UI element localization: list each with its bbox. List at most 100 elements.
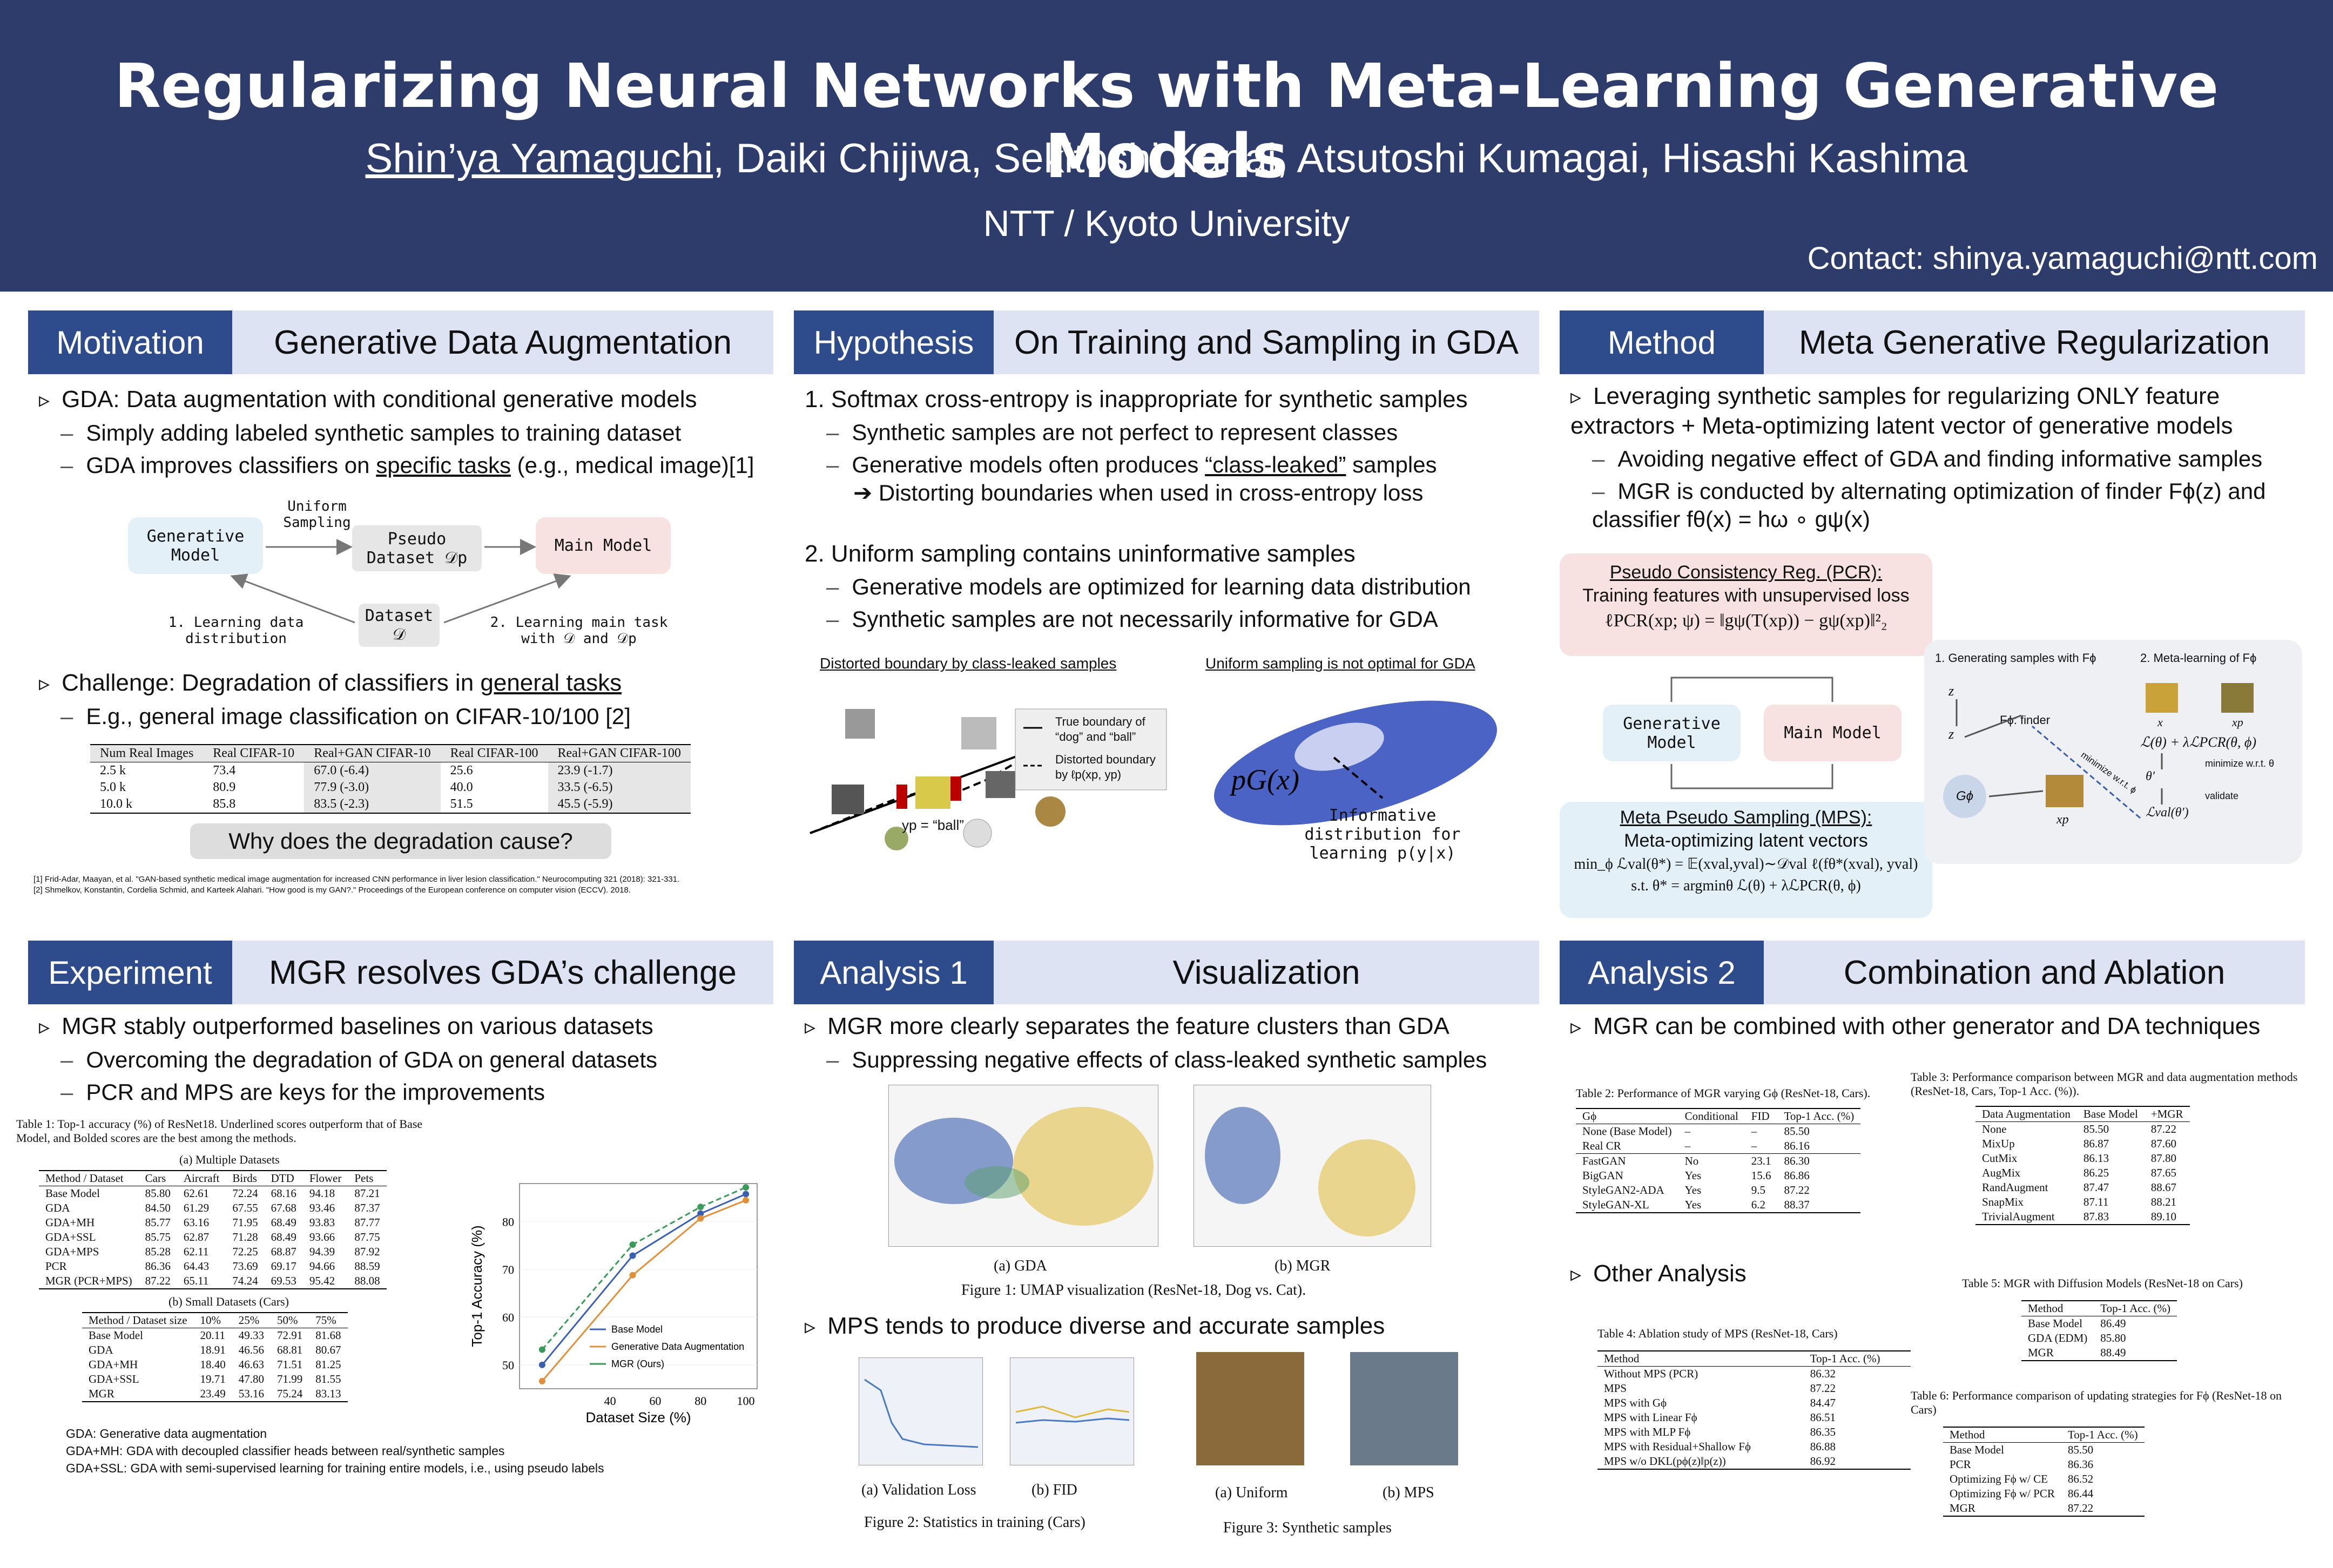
method-bullet-1: Leveraging synthetic samples for regular…: [1570, 382, 2305, 441]
table-cell: 87.11: [2083, 1195, 2109, 1208]
table-cell: 86.16: [1784, 1139, 1810, 1152]
table-header: +MGR: [2150, 1107, 2183, 1120]
table-cell: Without MPS (PCR): [1604, 1367, 1698, 1380]
table-cell: 68.49: [271, 1231, 296, 1243]
table-cell: 69.17: [271, 1260, 296, 1273]
table-cell: 75.24: [277, 1387, 303, 1400]
umap-mgr-label: (b) MGR: [1275, 1258, 1331, 1274]
data-point: [743, 1184, 750, 1191]
table-cell: 94.39: [309, 1245, 335, 1258]
data-point: [538, 1361, 545, 1368]
an1-sub-1: Suppressing negative effects of class-le…: [826, 1046, 1539, 1074]
table-cell: FastGAN: [1582, 1154, 1626, 1167]
motivation-sub-3: E.g., general image classification on CI…: [60, 702, 773, 731]
series-line: [541, 1199, 746, 1382]
table-cell: 87.60: [2150, 1137, 2177, 1150]
table-cell: 93.83: [309, 1216, 335, 1229]
table-cell: 84.47: [1810, 1396, 1836, 1409]
table-cell: 87.22: [1810, 1382, 1836, 1395]
table-cell: MGR (PCR+MPS): [45, 1274, 132, 1287]
table-cell: Base Model: [89, 1329, 143, 1342]
xp-label: xp: [2056, 813, 2069, 827]
table-cell: 19.71: [200, 1373, 226, 1385]
table-cell: 87.22: [1784, 1184, 1810, 1197]
ball-photo-2: [963, 819, 992, 848]
table-cell: 63.16: [183, 1216, 210, 1229]
info-label: Informative distribution for learning p(…: [1304, 806, 1461, 863]
dog-photo-3: [832, 785, 864, 814]
table-cell: 18.91: [200, 1343, 226, 1356]
table-cell: 81.55: [315, 1373, 341, 1385]
real-car: [2146, 683, 2178, 713]
table-cell: 71.95: [232, 1216, 258, 1229]
table-cell: 86.36: [145, 1260, 171, 1273]
table-cell: 68.16: [271, 1187, 296, 1200]
table-header: DTD: [271, 1172, 294, 1185]
table-row: Without MPS (PCR)86.32: [1597, 1367, 1911, 1382]
table-header: Gϕ: [1582, 1110, 1597, 1123]
table-row: Real CR––86.16: [1576, 1139, 1860, 1154]
table-cell: Base Model: [45, 1187, 100, 1200]
table-cell: Yes: [1684, 1184, 1702, 1197]
table-header: Data Augmentation: [1982, 1107, 2071, 1120]
hyp-2a: Generative models are optimized for lear…: [826, 573, 1539, 601]
table-cell: 86.30: [1784, 1154, 1810, 1167]
xp-label-2: xp: [2232, 715, 2243, 729]
table2-caption: Table 2: Performance of MGR varying Gϕ (…: [1576, 1086, 1871, 1100]
table-cell: None: [1982, 1123, 2007, 1136]
loss-label: ℒ(θ) + λℒPCR(θ, ϕ): [2140, 734, 2256, 750]
table-cell: GDA+MPS: [45, 1245, 99, 1258]
table-cell: 81.25: [315, 1358, 341, 1371]
main-model-box: Main Model: [536, 517, 671, 574]
table-cell: 6.2: [1751, 1198, 1766, 1211]
analysis2-tag: Analysis 2: [1560, 941, 1764, 1004]
experiment-tag: Experiment: [28, 941, 232, 1004]
analysis1-title: Visualization: [1172, 954, 1360, 991]
pcr-box: Pseudo Consistency Reg. (PCR): Training …: [1560, 553, 1932, 656]
data-point: [697, 1204, 704, 1211]
table-cell: 87.75: [354, 1231, 380, 1243]
series-line: [541, 1193, 746, 1366]
analysis2-title: Combination and Ablation: [1843, 954, 2226, 991]
table-cell: 86.36: [2067, 1458, 2094, 1471]
table1a-caption: (a) Multiple Datasets: [179, 1153, 280, 1166]
table-cell: PCR: [45, 1260, 67, 1273]
table-cell: 62.11: [183, 1245, 209, 1258]
table-cell: –: [1751, 1139, 1757, 1152]
table1b-caption: (b) Small Datasets (Cars): [168, 1295, 289, 1308]
method-tag: Method: [1560, 310, 1764, 374]
x-tick-label: 80: [694, 1394, 706, 1408]
an2-bullet-2: Other Analysis: [1570, 1259, 1747, 1289]
table-cell: 20.11: [200, 1329, 226, 1342]
table-cell: 89.10: [2150, 1210, 2177, 1223]
an2-bullet-1: MGR can be combined with other generator…: [1570, 1012, 2305, 1042]
table-cell: 86.49: [2100, 1317, 2126, 1330]
table3-block: Table 3: Performance comparison between …: [1911, 1070, 2300, 1225]
table-cell: StyleGAN-XL: [1582, 1198, 1649, 1211]
table-cell: 68.87: [271, 1245, 296, 1258]
step2-label: 2. Meta-learning of Fϕ: [2140, 651, 2257, 665]
hyp-2: 2. Uniform sampling contains uninformati…: [805, 540, 1356, 567]
table-cell: 61.29: [183, 1201, 210, 1214]
x-tick-label: 60: [649, 1394, 661, 1408]
lval-label: ℒval(θ′): [2146, 806, 2189, 820]
table2-block: Table 2: Performance of MGR varying Gϕ (…: [1576, 1086, 1921, 1213]
table-cell: 64.43: [183, 1260, 210, 1273]
table-cell: 67.68: [271, 1201, 296, 1214]
table-cell: MPS with Linear Fϕ: [1604, 1411, 1697, 1424]
table-cell: 81.68: [315, 1329, 341, 1342]
table-cell: RandAugment: [1982, 1181, 2048, 1194]
table-header: Birds: [232, 1172, 257, 1185]
authors: Shin’ya Yamaguchi, Daiki Chijiwa, Sekito…: [0, 135, 2333, 182]
